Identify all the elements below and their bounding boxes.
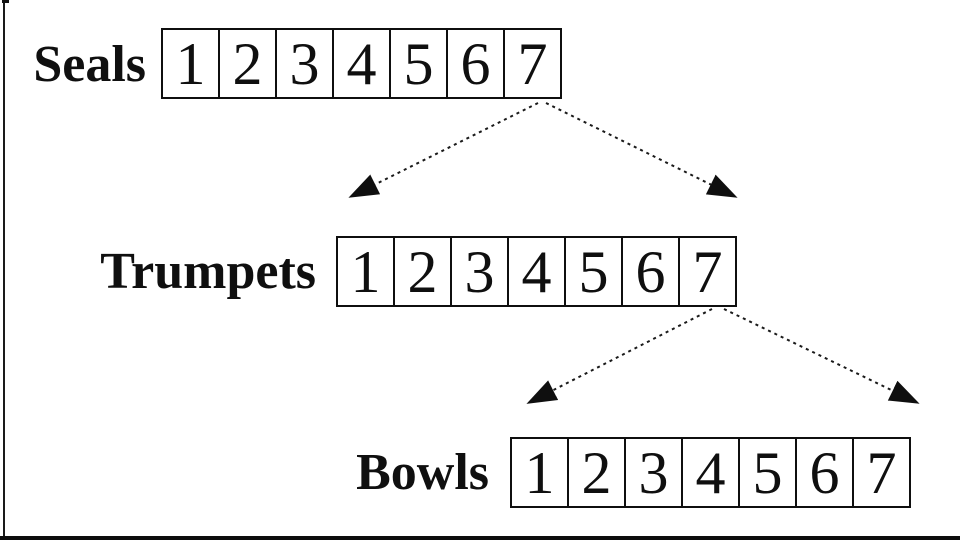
trumpets-cell-6: 6 — [621, 236, 680, 307]
seals-cell-6: 6 — [446, 28, 505, 99]
trumpets-cell-4: 4 — [507, 236, 566, 307]
trumpets-cell-3: 3 — [450, 236, 509, 307]
left-frame-nub — [2, 0, 9, 3]
arrow-seals-to-trumpets-left — [348, 102, 539, 198]
trumpets-cell-row: 1 2 3 4 5 6 7 — [336, 236, 737, 307]
bowls-cell-row: 1 2 3 4 5 6 7 — [510, 437, 911, 508]
seals-cell-7: 7 — [503, 28, 562, 99]
bowls-cell-5: 5 — [738, 437, 797, 508]
seals-row-label: Seals — [33, 35, 146, 93]
bowls-cell-7: 7 — [852, 437, 911, 508]
seals-cell-row: 1 2 3 4 5 6 7 — [161, 28, 562, 99]
bowls-row-label: Bowls — [356, 443, 489, 501]
left-frame-line — [3, 0, 5, 540]
seals-cell-4: 4 — [332, 28, 391, 99]
trumpets-cell-1: 1 — [336, 236, 395, 307]
seals-cell-1: 1 — [161, 28, 220, 99]
trumpets-row-label: Trumpets — [100, 242, 316, 300]
arrow-seals-to-trumpets-right — [545, 102, 738, 198]
bowls-cell-6: 6 — [795, 437, 854, 508]
bottom-frame-bar — [0, 536, 960, 540]
seals-cell-5: 5 — [389, 28, 448, 99]
seals-cell-2: 2 — [218, 28, 277, 99]
trumpets-cell-7: 7 — [678, 236, 737, 307]
trumpets-cell-2: 2 — [393, 236, 452, 307]
bowls-cell-2: 2 — [567, 437, 626, 508]
arrow-trumpets-to-bowls-right — [723, 308, 920, 404]
bowls-cell-3: 3 — [624, 437, 683, 508]
trumpets-cell-5: 5 — [564, 236, 623, 307]
bowls-cell-1: 1 — [510, 437, 569, 508]
arrow-trumpets-to-bowls-left — [526, 308, 713, 404]
bowls-cell-4: 4 — [681, 437, 740, 508]
seals-cell-3: 3 — [275, 28, 334, 99]
